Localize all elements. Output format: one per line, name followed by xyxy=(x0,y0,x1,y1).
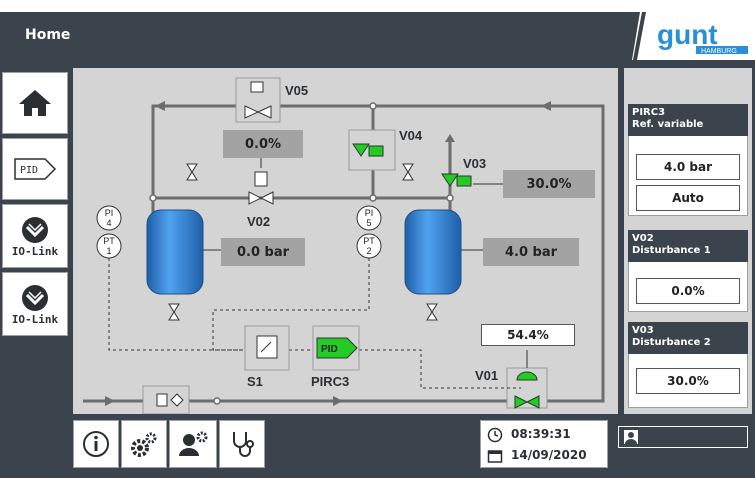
process-schematic: PI 4 PT 1 PI 5 PT 2 PID V05 V04 V xyxy=(83,77,605,414)
v02-valve xyxy=(248,171,274,205)
v03-valve xyxy=(441,173,472,187)
pi5-label: PI xyxy=(365,208,374,218)
clock-panel: 08:39:31 14/09/2020 xyxy=(480,420,608,468)
logo-text: gunt xyxy=(657,19,718,50)
v03-readout: 30.0% xyxy=(503,170,595,198)
clock-date: 14/09/2020 xyxy=(511,448,587,462)
pid-name-label: PIRC3 xyxy=(311,374,349,389)
pirc3-card-header: PIRC3 Ref. variable xyxy=(628,104,748,136)
pi4-label: PI xyxy=(105,208,114,218)
pirc3-title: PIRC3 xyxy=(632,107,666,118)
v03-label: V03 xyxy=(463,156,486,171)
s1-switch xyxy=(256,335,278,359)
pt2-label: PT xyxy=(363,236,375,246)
v03-subtitle: Disturbance 2 xyxy=(632,337,711,348)
diagnostics-button[interactable] xyxy=(219,420,265,468)
v02-label: V02 xyxy=(247,214,270,229)
v03-card-header: V03 Disturbance 2 xyxy=(628,322,748,354)
v01-label: V01 xyxy=(475,368,498,383)
logo-sub: HAMBURG xyxy=(701,48,737,55)
pirc3-setpoint-field[interactable]: 4.0 bar xyxy=(636,154,740,180)
pt2-num: 2 xyxy=(366,246,371,256)
tank1-pressure-readout: 0.0 bar xyxy=(221,238,305,266)
flow-arrows xyxy=(105,101,551,406)
pid-icon-label: PID xyxy=(20,165,38,176)
gears-icon xyxy=(131,432,157,457)
sidebar-item-home[interactable] xyxy=(2,72,68,134)
readout-connectors xyxy=(203,156,528,368)
page-title: Home xyxy=(25,27,71,43)
v04-label: V04 xyxy=(399,128,423,143)
v01-valve xyxy=(514,371,540,409)
v05-valve xyxy=(244,81,272,119)
junctions xyxy=(149,102,454,405)
calendar-icon xyxy=(487,450,503,463)
user-login-field[interactable] xyxy=(618,426,748,448)
v05-readout: 0.0% xyxy=(223,130,303,158)
filter xyxy=(156,393,184,407)
v02-disturbance-field[interactable]: 0.0% xyxy=(636,278,740,304)
v04-valve xyxy=(352,143,384,157)
v02-title: V02 xyxy=(632,233,654,244)
v03-title: V03 xyxy=(632,325,654,336)
sidebar-item-pid[interactable]: PID xyxy=(2,138,68,200)
stethoscope-icon xyxy=(233,432,254,457)
v05-label: V05 xyxy=(285,83,308,98)
info-button[interactable] xyxy=(73,420,119,468)
pt1-label: PT xyxy=(103,236,115,246)
io-link-icon xyxy=(22,216,48,243)
io-link-icon xyxy=(22,284,48,311)
gunt-logo: gunt HAMBURG xyxy=(632,12,755,60)
sidebar-item-io-link-1[interactable]: IO-Link xyxy=(2,204,68,268)
pi5-num: 5 xyxy=(366,218,371,228)
signal-lines xyxy=(108,258,521,389)
user-settings-button[interactable] xyxy=(169,420,217,468)
info-icon xyxy=(83,431,109,457)
pid-icon: PID xyxy=(14,158,57,180)
sidebar-item-io-link-2[interactable]: IO-Link xyxy=(2,272,68,336)
v03-disturbance-field[interactable]: 30.0% xyxy=(636,368,740,394)
title-bar: Home gunt HAMBURG xyxy=(0,12,755,60)
io-link-label: IO-Link xyxy=(11,244,59,258)
s1-label: S1 xyxy=(247,374,263,389)
home-icon xyxy=(19,90,51,116)
v02-subtitle: Disturbance 1 xyxy=(632,245,711,256)
v01-readout: 54.4% xyxy=(481,324,575,346)
io-link-label: IO-Link xyxy=(11,312,59,326)
clock-icon xyxy=(487,427,503,443)
tank2-pressure-readout: 4.0 bar xyxy=(483,238,579,266)
pirc3-mode-button[interactable]: Auto xyxy=(636,185,740,211)
pid-block-label: PID xyxy=(321,344,338,355)
user-gear-icon xyxy=(179,431,208,456)
user-icon xyxy=(624,430,638,444)
pid-block xyxy=(316,337,358,359)
s1-switch-frame xyxy=(244,325,290,371)
clock-time: 08:39:31 xyxy=(511,427,571,441)
process-diagram: PI 4 PT 1 PI 5 PT 2 PID V05 V04 V xyxy=(73,68,618,414)
tank-2 xyxy=(404,209,462,295)
pi4-num: 4 xyxy=(106,218,111,228)
settings-button[interactable] xyxy=(121,420,167,468)
right-panel: PIRC3 Ref. variable 4.0 bar Auto V02 Dis… xyxy=(624,68,752,414)
instruments xyxy=(96,205,382,259)
hand-valves xyxy=(168,163,438,321)
pt1-num: 1 xyxy=(106,246,111,256)
tank-1 xyxy=(146,209,204,295)
pirc3-subtitle: Ref. variable xyxy=(632,119,704,130)
v02-card-header: V02 Disturbance 1 xyxy=(628,230,748,262)
